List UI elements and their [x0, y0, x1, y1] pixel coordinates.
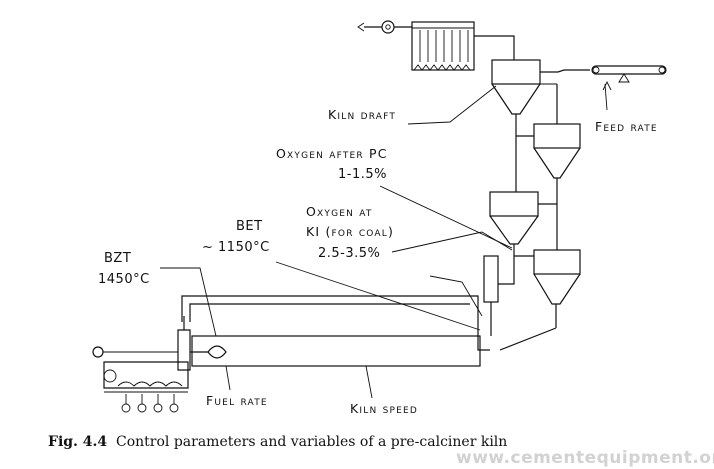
tertiary-air-duct	[181, 295, 479, 336]
primary-air-fan-icon	[92, 346, 178, 358]
feed-conveyor	[540, 65, 667, 83]
fan-icon	[357, 20, 412, 34]
kiln-hood	[177, 316, 191, 371]
label-feed-rate: Feed rate	[595, 119, 658, 134]
cyclone-stage-4	[533, 249, 581, 328]
cyclone-stage-3	[489, 191, 539, 256]
label-bet: BET	[236, 219, 263, 234]
cooler-fans	[121, 394, 179, 413]
label-oxygen-at-location: KI (for coal)	[306, 224, 394, 239]
label-kiln-draft: Kiln draft	[328, 107, 396, 122]
watermark: www.cementequipment.org	[456, 448, 714, 468]
label-bet-value: ~ 1150°C	[202, 240, 270, 255]
clinker-cooler	[103, 361, 189, 393]
leader-lines	[160, 80, 612, 399]
caption-number: Fig. 4.4	[48, 434, 107, 450]
label-oxygen-after-pc: Oxygen after PC	[276, 146, 388, 161]
calciner	[483, 255, 515, 320]
label-bzt-value: 1450°C	[98, 272, 150, 287]
label-oxygen-after-pc-value: 1-1.5%	[338, 167, 387, 182]
cyclone-stage-2	[533, 123, 581, 250]
label-bzt: BZT	[104, 251, 131, 266]
label-oxygen-at: Oxygen at	[306, 204, 373, 219]
caption-text: Control parameters and variables of a pr…	[116, 434, 507, 450]
label-oxygen-at-value: 2.5-3.5%	[318, 246, 380, 261]
label-fuel-rate: Fuel rate	[206, 393, 268, 408]
burner-flame-icon	[190, 345, 227, 359]
rotary-kiln	[191, 335, 481, 367]
label-kiln-speed: Kiln speed	[350, 401, 418, 416]
cyclone-stage-1	[491, 59, 541, 124]
bag-filter	[411, 21, 475, 71]
